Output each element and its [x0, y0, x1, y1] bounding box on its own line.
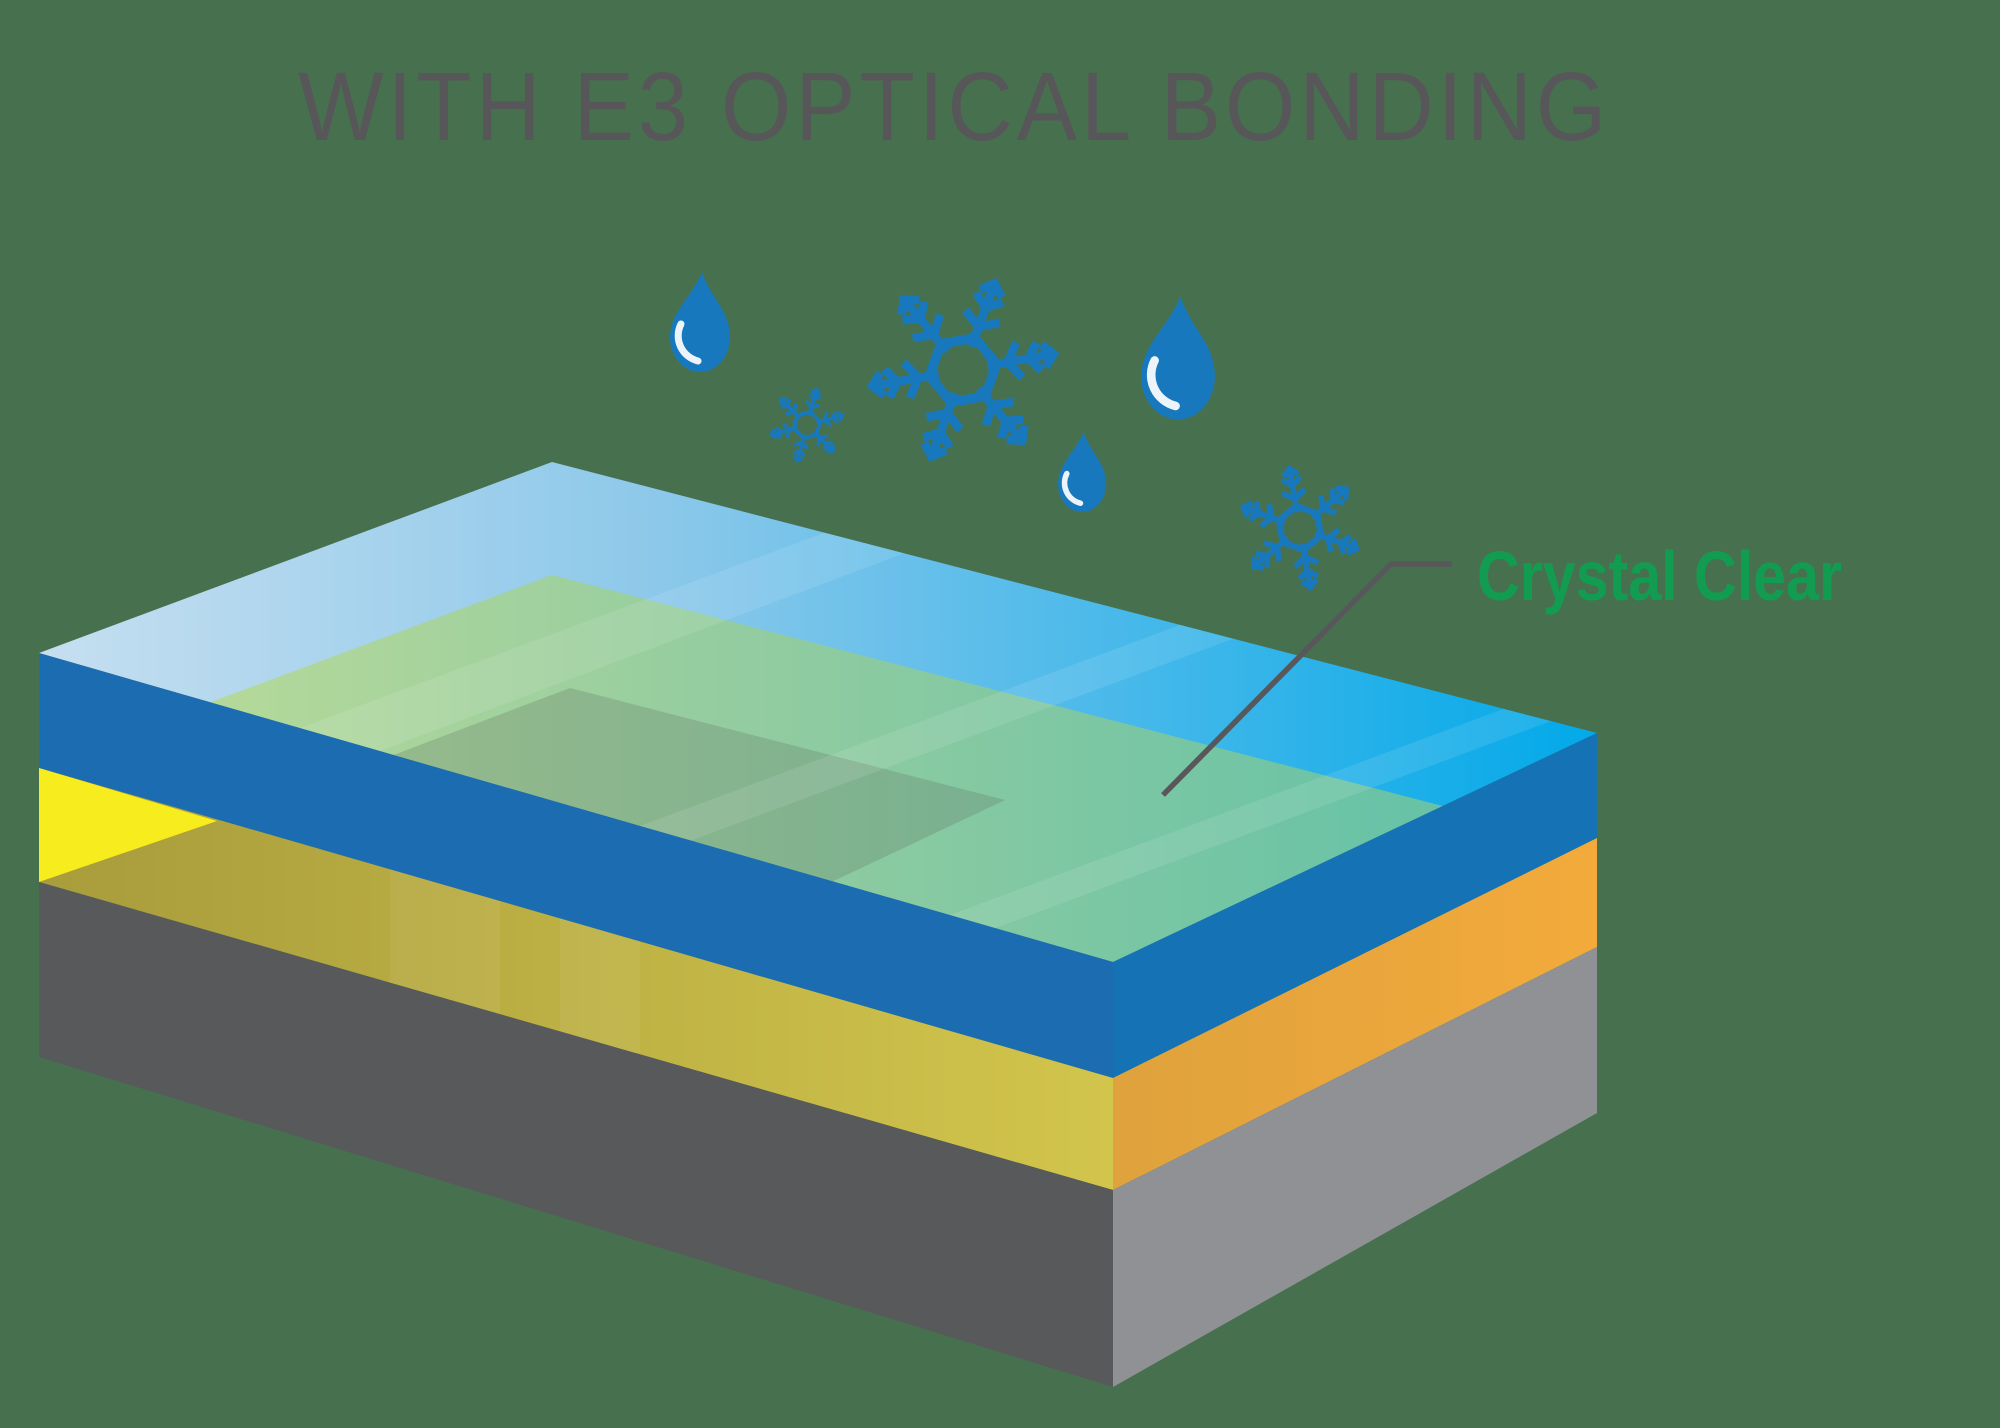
- middle-layer-side-left: [39, 768, 1113, 1190]
- middle-layer-bright-corner: [39, 768, 217, 882]
- middle-layer-streaks: [390, 869, 640, 1054]
- glass-side-left: [39, 653, 1113, 1078]
- annotation-label: Crystal Clear: [1477, 537, 1842, 615]
- page-title: WITH E3 OPTICAL BONDING: [298, 52, 1610, 161]
- glass-side-right: [1113, 733, 1597, 1078]
- middle-layer-side-right: [1113, 838, 1597, 1190]
- base-layer-side-left: [39, 882, 1113, 1387]
- base-layer-side-right: [1113, 947, 1597, 1387]
- leader-line: [1161, 561, 1452, 797]
